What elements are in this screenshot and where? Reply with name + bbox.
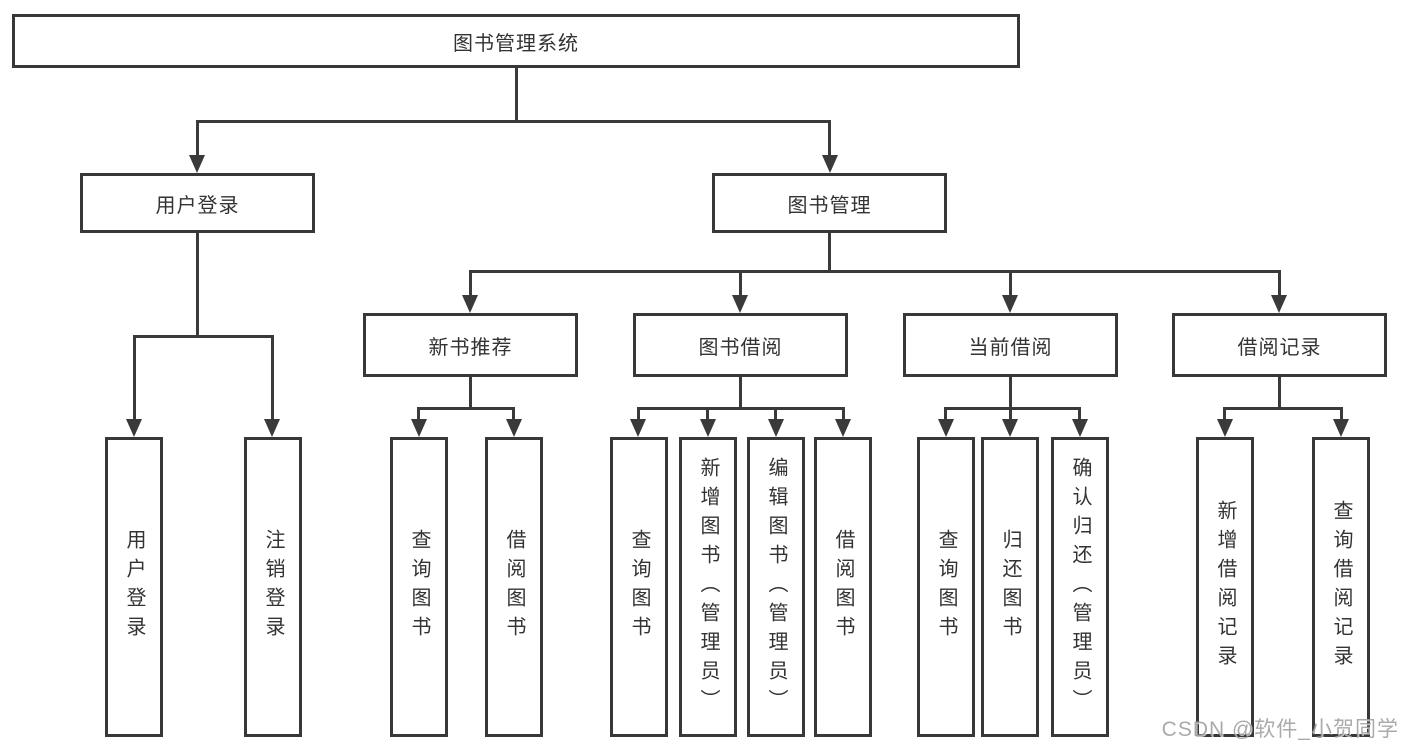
arrow-down-icon bbox=[1217, 419, 1233, 437]
connector-bar bbox=[133, 335, 274, 338]
leaf-edit-books-admin: 编辑图书（管理员） bbox=[747, 437, 805, 737]
connector-bar bbox=[469, 270, 1281, 273]
arrow-down-icon bbox=[835, 419, 851, 437]
connector-stem bbox=[637, 407, 640, 421]
connector-stem bbox=[469, 270, 472, 297]
connector-stem bbox=[739, 270, 742, 297]
leaf-query-books-recommend: 查询图书 bbox=[390, 437, 448, 737]
connector-stem bbox=[828, 120, 831, 157]
arrow-down-icon bbox=[1072, 419, 1088, 437]
node-new-book-recommendation: 新书推荐 bbox=[363, 313, 578, 377]
leaf-query-borrow-record: 查询借阅记录 bbox=[1312, 437, 1370, 737]
arrow-down-icon bbox=[630, 419, 646, 437]
connector-stem bbox=[944, 407, 947, 421]
arrow-down-icon bbox=[1271, 295, 1287, 313]
connector-stem bbox=[1009, 270, 1012, 297]
arrow-down-icon bbox=[126, 419, 142, 437]
arrow-down-icon bbox=[1333, 419, 1349, 437]
arrow-down-icon bbox=[768, 419, 784, 437]
connector-stem bbox=[1278, 270, 1281, 297]
connector-stem bbox=[1340, 407, 1343, 421]
connector-stem bbox=[133, 335, 136, 421]
connector-bar bbox=[418, 407, 515, 410]
connector-stem bbox=[417, 407, 420, 421]
leaf-query-books-borrow: 查询图书 bbox=[610, 437, 668, 737]
connector-stem bbox=[196, 233, 199, 335]
leaf-confirm-return-admin: 确认归还（管理员） bbox=[1051, 437, 1109, 737]
arrow-down-icon bbox=[938, 419, 954, 437]
leaf-query-books-current: 查询图书 bbox=[917, 437, 975, 737]
connector-stem bbox=[1009, 377, 1012, 407]
connector-stem bbox=[469, 377, 472, 407]
arrow-down-icon bbox=[462, 295, 478, 313]
leaf-add-books-admin: 新增图书（管理员） bbox=[679, 437, 737, 737]
connector-bar bbox=[196, 120, 831, 123]
node-book-borrowing: 图书借阅 bbox=[633, 313, 848, 377]
leaf-borrow-books-recommend: 借阅图书 bbox=[485, 437, 543, 737]
csdn-watermark: CSDN @软件_小贺同学 bbox=[1161, 718, 1399, 741]
connector-stem bbox=[1078, 407, 1081, 421]
connector-stem bbox=[706, 407, 709, 421]
connector-stem bbox=[828, 233, 831, 270]
connector-stem bbox=[515, 68, 518, 120]
leaf-user-login: 用户登录 bbox=[105, 437, 163, 737]
connector-bar bbox=[1224, 407, 1343, 410]
connector-bar bbox=[945, 407, 1081, 410]
connector-stem bbox=[1278, 377, 1281, 407]
leaf-logout: 注销登录 bbox=[244, 437, 302, 737]
arrow-down-icon bbox=[732, 295, 748, 313]
connector-stem bbox=[739, 377, 742, 407]
connector-bar bbox=[637, 407, 845, 410]
node-user-login: 用户登录 bbox=[80, 173, 315, 233]
leaf-add-borrow-record: 新增借阅记录 bbox=[1196, 437, 1254, 737]
arrow-down-icon bbox=[189, 155, 205, 173]
arrow-down-icon bbox=[822, 155, 838, 173]
arrow-down-icon bbox=[1002, 419, 1018, 437]
node-book-management: 图书管理 bbox=[712, 173, 947, 233]
arrow-down-icon bbox=[264, 419, 280, 437]
connector-stem bbox=[1223, 407, 1226, 421]
connector-stem bbox=[271, 335, 274, 421]
connector-stem bbox=[1009, 407, 1012, 421]
arrow-down-icon bbox=[1002, 295, 1018, 313]
node-borrowing-records: 借阅记录 bbox=[1172, 313, 1387, 377]
connector-stem bbox=[196, 120, 199, 157]
arrow-down-icon bbox=[411, 419, 427, 437]
arrow-down-icon bbox=[700, 419, 716, 437]
leaf-borrow-books: 借阅图书 bbox=[814, 437, 872, 737]
connector-stem bbox=[774, 407, 777, 421]
connector-stem bbox=[842, 407, 845, 421]
node-library-management-system: 图书管理系统 bbox=[12, 14, 1020, 68]
leaf-return-books: 归还图书 bbox=[981, 437, 1039, 737]
connector-stem bbox=[512, 407, 515, 421]
arrow-down-icon bbox=[506, 419, 522, 437]
node-current-borrowing: 当前借阅 bbox=[903, 313, 1118, 377]
